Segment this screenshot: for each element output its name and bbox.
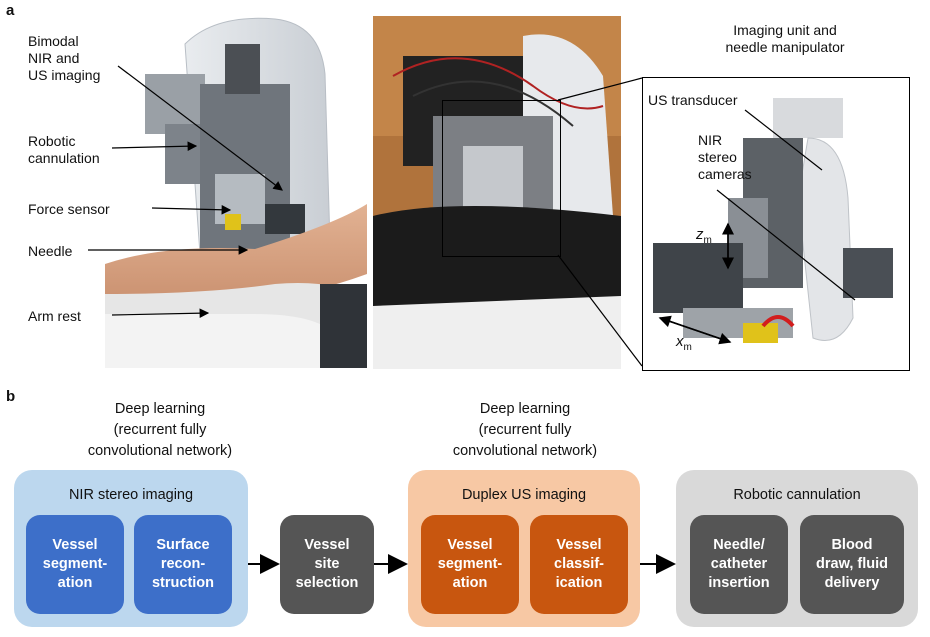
deep-learning-label-1: Deep learning (recurrent fully convoluti… xyxy=(87,401,233,459)
device-render-photo xyxy=(105,14,367,368)
duplex-group-title: Duplex US imaging xyxy=(461,487,587,503)
zoom-lines xyxy=(557,77,643,367)
nir-stereo-imaging-group: NIR stereo imaging Vessel segment- ation… xyxy=(14,470,248,627)
label-needle: Needle xyxy=(28,243,73,259)
device-photo xyxy=(373,16,621,369)
label-robotic-cannulation: Robotic cannulation xyxy=(28,133,100,166)
label-nir-stereo-cameras: NIR stereo cameras xyxy=(698,132,752,182)
label-arm-rest: Arm rest xyxy=(28,308,81,324)
panel-a-letter: a xyxy=(6,2,15,19)
vessel-segmentation-box: Vessel segment- ation xyxy=(26,515,124,614)
needle-insertion-box: Needle/ catheter insertion xyxy=(690,515,788,614)
robotic-cannulation-group: Robotic cannulation Needle/ catheter ins… xyxy=(676,470,918,627)
vessel-classification-box: Vessel classif- ication xyxy=(530,515,628,614)
panel-b-letter: b xyxy=(6,388,16,405)
nir-group-title: NIR stereo imaging xyxy=(68,487,194,503)
duplex-us-imaging-group: Duplex US imaging Vessel segment- ation … xyxy=(408,470,640,627)
inset-title: Imaging unit and needle manipulator xyxy=(725,22,845,55)
zoom-box xyxy=(442,100,561,257)
robotic-group-title: Robotic cannulation xyxy=(733,487,861,503)
blood-draw-box: Blood draw, fluid delivery xyxy=(800,515,904,614)
label-us-transducer: US transducer xyxy=(648,92,738,108)
label-xm: xm xyxy=(676,333,692,353)
deep-learning-label-2: Deep learning (recurrent fully convoluti… xyxy=(452,401,598,459)
label-force-sensor: Force sensor xyxy=(28,201,110,217)
surface-reconstruction-box: Surface recon- struction xyxy=(134,515,232,614)
label-bimodal-imaging: Bimodal NIR and US imaging xyxy=(28,33,101,83)
us-vessel-segmentation-box: Vessel segment- ation xyxy=(421,515,519,614)
inset-photo xyxy=(642,77,910,371)
vessel-site-selection-box: Vessel site selection xyxy=(280,515,374,614)
label-zm: zm xyxy=(696,226,712,246)
